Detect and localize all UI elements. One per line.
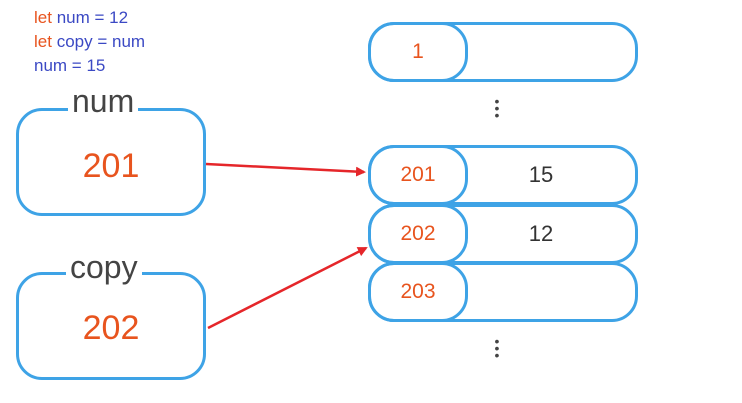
memory-address: 203 — [368, 262, 468, 322]
code-identifier: copy — [56, 32, 93, 51]
memory-value: 12 — [528, 221, 554, 246]
ellipsis-vertical-icon: ••• — [494, 93, 500, 123]
code-keyword: let — [34, 8, 52, 27]
code-keyword: let — [34, 32, 52, 51]
code-identifier: num — [56, 8, 90, 27]
arrow-copy-to-202 — [207, 246, 368, 330]
variable-label-num: num — [68, 84, 139, 118]
code-rest: = 12 — [89, 8, 129, 27]
variable-value: 201 — [82, 147, 140, 185]
variable-label-copy: copy — [66, 250, 142, 284]
variable-value: 202 — [82, 309, 140, 347]
code-snippet: let num = 12 let copy = num num = 15 — [34, 6, 145, 78]
code-line-3: num = 15 — [34, 56, 106, 75]
ellipsis-vertical-icon: ••• — [494, 333, 500, 363]
memory-cell: 1 — [368, 22, 638, 82]
code-line-2: let copy = num — [34, 30, 145, 54]
code-rest: = num — [92, 32, 146, 51]
memory-value: 15 — [528, 162, 554, 187]
memory-address: 201 — [368, 145, 468, 205]
variable-box-copy: 202 — [16, 272, 206, 380]
code-line-1: let num = 12 — [34, 6, 145, 30]
memory-cell: 203 — [368, 262, 638, 322]
memory-cell: 202 12 — [368, 204, 638, 264]
arrow-num-to-201 — [205, 162, 366, 177]
memory-cell: 201 15 — [368, 145, 638, 205]
memory-address: 1 — [368, 22, 468, 82]
